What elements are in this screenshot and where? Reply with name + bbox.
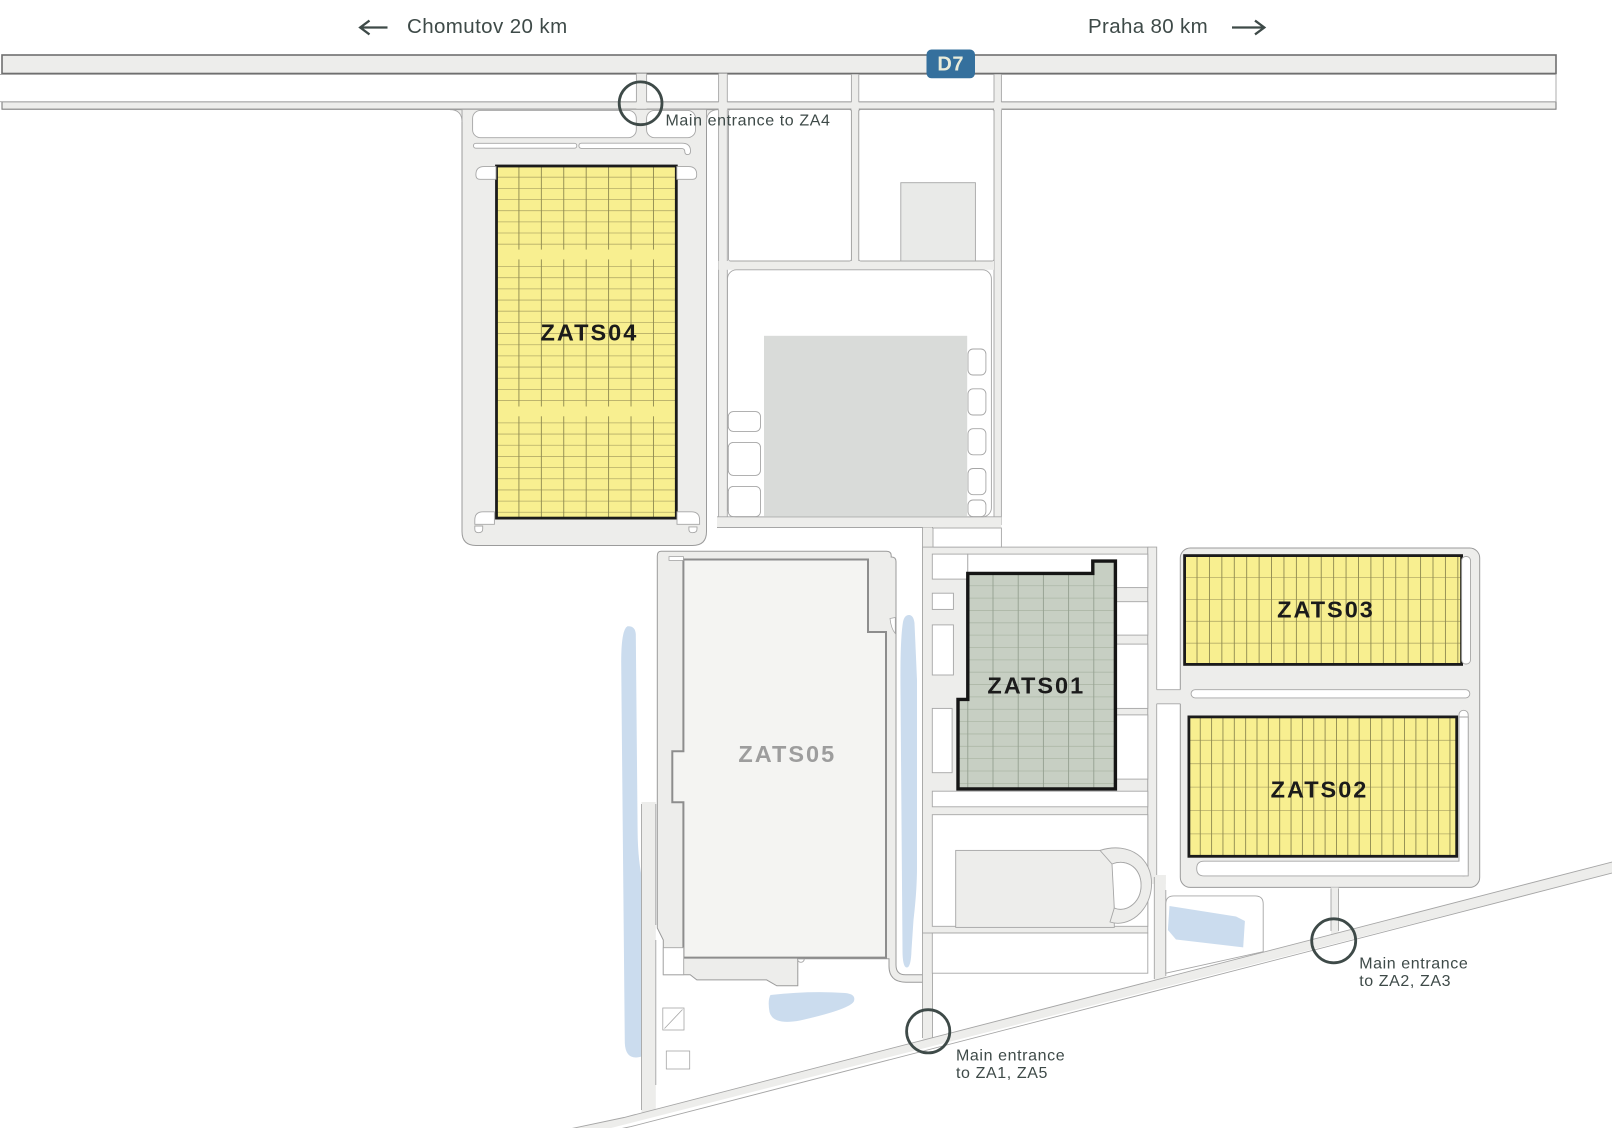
svg-text:Chomutov 20 km: Chomutov 20 km — [407, 15, 568, 38]
svg-text:Praha 80 km: Praha 80 km — [1088, 15, 1208, 38]
svg-text:ZATS02: ZATS02 — [1271, 776, 1369, 802]
svg-text:to ZA1, ZA5: to ZA1, ZA5 — [956, 1065, 1048, 1082]
svg-text:ZATS03: ZATS03 — [1277, 597, 1375, 623]
svg-text:D7: D7 — [937, 54, 964, 76]
svg-text:Main entrance to ZA4: Main entrance to ZA4 — [666, 113, 831, 130]
svg-text:Main entrance: Main entrance — [956, 1047, 1065, 1064]
svg-text:Main entrance: Main entrance — [1359, 956, 1468, 973]
svg-text:ZATS04: ZATS04 — [541, 319, 639, 345]
svg-text:to ZA2, ZA3: to ZA2, ZA3 — [1359, 973, 1451, 990]
svg-text:ZATS01: ZATS01 — [987, 673, 1085, 699]
svg-text:ZATS05: ZATS05 — [738, 741, 836, 767]
